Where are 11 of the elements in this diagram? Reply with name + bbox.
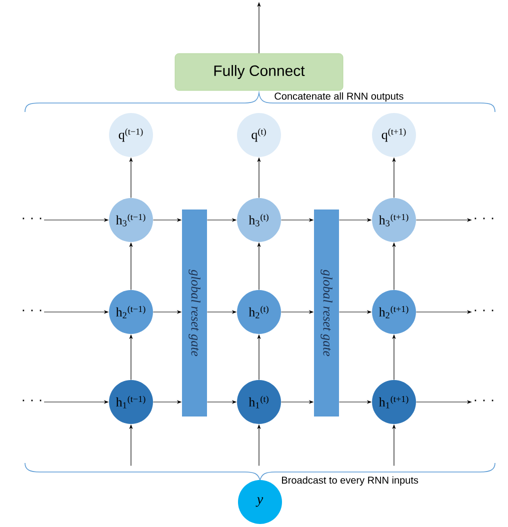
process-box: Fully Connect	[174, 53, 344, 91]
ellipsis: · · ·	[474, 400, 494, 402]
ellipsis: · · ·	[22, 218, 42, 220]
ellipsis: · · ·	[474, 310, 494, 312]
gate-bar: global reset gate	[314, 210, 339, 416]
gate-bar: global reset gate	[182, 210, 207, 416]
ellipsis: · · ·	[474, 218, 494, 220]
brace-label: Broadcast to every RNN inputs	[282, 476, 418, 486]
ellipsis: · · ·	[22, 400, 42, 402]
ellipsis: · · ·	[22, 310, 42, 312]
brace-label: Concatenate all RNN outputs	[274, 92, 404, 102]
